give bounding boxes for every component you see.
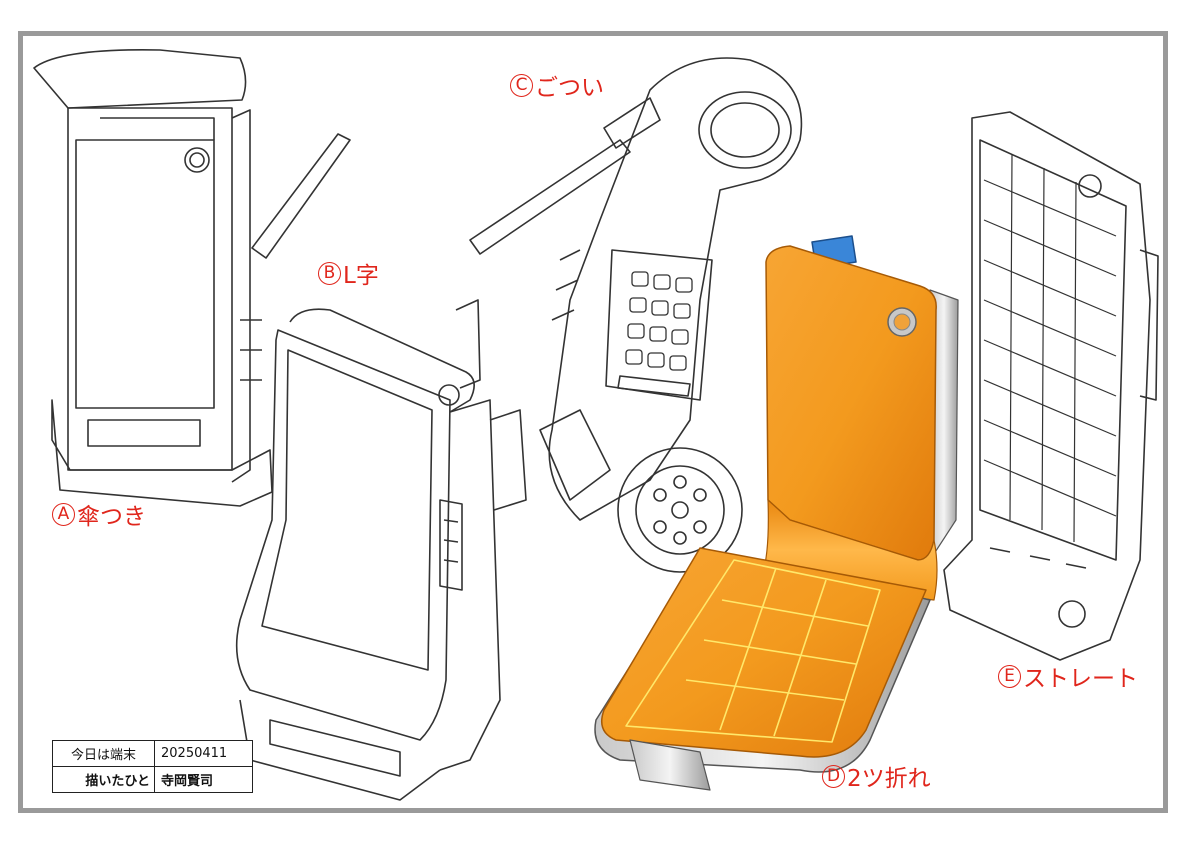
label-e-text: ストレート bbox=[1023, 666, 1138, 692]
label-a: A 傘つき bbox=[52, 497, 146, 531]
label-d: D 2ツ折れ bbox=[822, 759, 931, 793]
label-e: E ストレート bbox=[998, 659, 1138, 693]
stamp-artist: 寺岡賢司 bbox=[161, 773, 214, 789]
label-c-mark: C bbox=[510, 73, 533, 97]
device-a-sketch bbox=[33, 49, 351, 507]
label-c: C ごつい bbox=[510, 68, 604, 102]
device-e-sketch bbox=[943, 111, 1159, 661]
label-b-text: L字 bbox=[343, 263, 379, 289]
device-d-render bbox=[594, 235, 959, 791]
label-d-text: 2ツ折れ bbox=[847, 766, 931, 792]
label-b: B L字 bbox=[318, 256, 379, 290]
label-e-mark: E bbox=[998, 664, 1021, 688]
label-b-mark: B bbox=[318, 261, 341, 285]
page-frame bbox=[18, 31, 1168, 813]
stamp-artist-label: 描いたひと bbox=[53, 766, 155, 792]
label-c-text: ごつい bbox=[535, 75, 604, 101]
label-d-mark: D bbox=[822, 764, 845, 788]
label-a-text: 傘つき bbox=[77, 504, 146, 530]
stamp-theme-label: 今日は端末 bbox=[53, 741, 155, 767]
device-c-sketch bbox=[469, 57, 803, 573]
device-b-sketch bbox=[235, 299, 527, 801]
stamp-date: 20250411 bbox=[155, 741, 252, 767]
label-a-mark: A bbox=[52, 502, 75, 526]
title-stamp: 今日は端末 20250411 描いたひと 寺岡賢司 bbox=[52, 740, 253, 793]
